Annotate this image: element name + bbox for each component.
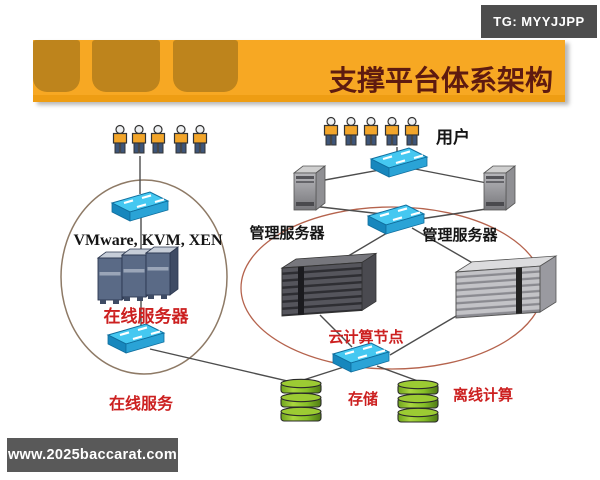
cloud-node-label: 云计算节点 <box>328 328 403 346</box>
online-service-label: 在线服务 <box>109 394 174 413</box>
storage-label: 存储 <box>348 390 378 408</box>
banner-decor-square <box>33 40 80 92</box>
page-title: 支撑平台体系架构 <box>328 66 553 97</box>
user-group-left <box>112 124 208 154</box>
banner-bottom-strip <box>33 95 565 102</box>
online-server-towers <box>97 246 179 305</box>
switch-icon-online-top <box>110 190 170 223</box>
storage-disks-icon-left <box>280 378 322 422</box>
offline-compute-rack-light <box>454 255 558 319</box>
switch-icon-access-top <box>369 146 429 179</box>
switch-icon-online-bottom <box>106 322 166 355</box>
telegram-watermark-badge: TG: MYYJJPP <box>481 5 597 38</box>
slide-title-banner: 支撑平台体系架构 <box>33 40 565 102</box>
management-server-label-left: 管理服务器 <box>249 224 325 242</box>
cloud-node-rack-dark <box>280 252 378 317</box>
banner-decor-square <box>173 40 238 92</box>
banner-decor-square <box>92 40 160 92</box>
management-server-icon-right <box>483 165 516 211</box>
management-server-icon-left <box>293 165 326 211</box>
user-group-right <box>323 116 420 146</box>
storage-disks-icon-right <box>397 379 439 423</box>
offline-compute-label: 离线计算 <box>453 386 513 404</box>
virtualization-label: VMware, KVM, XEN <box>73 232 222 249</box>
online-servers-label: 在线服务器 <box>104 306 190 326</box>
management-server-label-right: 管理服务器 <box>422 226 498 244</box>
online-group-ellipse <box>60 179 228 375</box>
users-label: 用户 <box>436 127 470 147</box>
website-watermark-bar: www.2025baccarat.com <box>7 438 178 472</box>
